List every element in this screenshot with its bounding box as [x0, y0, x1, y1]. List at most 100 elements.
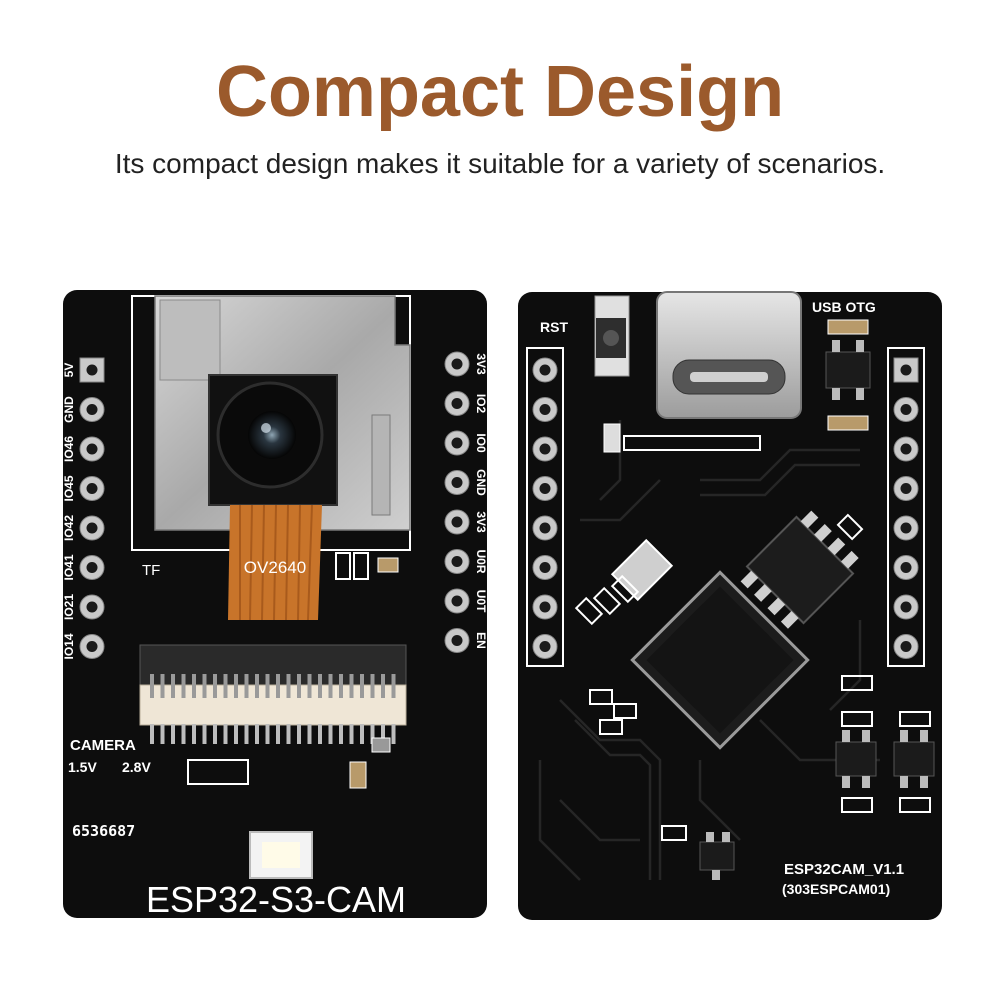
- pin-hole-center: [539, 641, 551, 652]
- camera-label: CAMERA: [70, 737, 136, 754]
- pin-label: 3V3: [474, 511, 488, 533]
- fpc-pin: [171, 674, 175, 698]
- pin-label: GND: [474, 469, 488, 496]
- serial-number: 6536687: [72, 822, 135, 840]
- fpc-pin-lead: [381, 724, 385, 744]
- fpc-pin: [318, 674, 322, 698]
- front-smd-parts: [187, 552, 399, 789]
- usb-c-tongue: [690, 372, 768, 382]
- fpc-pin: [192, 674, 196, 698]
- pin-label: GND: [62, 396, 76, 423]
- pin-hole-center: [86, 641, 98, 652]
- fpc-pin: [297, 674, 301, 698]
- pin-hole-center: [539, 404, 551, 415]
- pin-hole-center: [451, 556, 463, 567]
- fpc-pin-lead: [181, 724, 186, 744]
- fpc-pin: [328, 674, 333, 698]
- transistor-left: [835, 730, 877, 788]
- pin-label: IO41: [62, 554, 76, 580]
- pin-hole-center: [86, 601, 98, 613]
- fpc-pin-lead: [391, 724, 396, 744]
- fpc-pin: [255, 674, 259, 698]
- usb-c-connector: [656, 291, 802, 419]
- fpc-pin: [265, 674, 270, 698]
- fpc-pin-lead: [213, 724, 217, 744]
- pin-hole-center: [451, 477, 463, 488]
- lens-reflection: [261, 423, 271, 433]
- pin-label: EN: [474, 632, 488, 649]
- front-left-pin-holes: [79, 357, 105, 659]
- esp32-s3-chip: [630, 570, 810, 750]
- fpc-pin: [160, 674, 165, 698]
- transistor-right: [893, 730, 935, 788]
- fpc-pin-lead: [150, 724, 154, 744]
- fpc-pin-lead: [318, 724, 322, 744]
- flash-memory-chip: [740, 510, 859, 629]
- fpc-pin: [234, 674, 238, 698]
- crystal-oscillator: [610, 538, 674, 602]
- fpc-pin-lead: [160, 724, 165, 744]
- usb-otg-label: USB OTG: [812, 299, 876, 315]
- pin-label: IO21: [62, 594, 76, 620]
- fpc-pin-lead: [255, 724, 259, 744]
- fpc-pin-lead: [307, 724, 312, 744]
- pin-hole-center: [451, 635, 463, 646]
- tf-label: TF: [142, 562, 160, 579]
- pin-hole-center: [451, 595, 463, 607]
- smd-passives: [574, 513, 931, 841]
- pin-label: 3V3: [474, 353, 488, 375]
- pin-hole-center: [539, 364, 551, 376]
- fpc-pin-lead: [202, 724, 207, 744]
- fpc-pin-lead: [276, 724, 280, 744]
- voltage-2-label: 2.8V: [122, 759, 151, 775]
- fpc-pin: [360, 674, 364, 698]
- pin-hole-center: [539, 483, 551, 494]
- voltage-1-label: 1.5V: [68, 759, 97, 775]
- fpc-pin: [307, 674, 312, 698]
- pin-label: IO14: [62, 633, 76, 659]
- flex-cable-traces: [239, 504, 313, 621]
- fpc-connector-latch: [139, 644, 407, 686]
- pin-hole-center: [900, 601, 912, 613]
- pin-hole-center: [900, 641, 912, 652]
- fpc-pin-lead: [234, 724, 238, 744]
- back-left-pin-holes: [532, 357, 558, 659]
- fpc-pin: [244, 674, 249, 698]
- camera-module-label: OV2640: [244, 558, 306, 577]
- reset-button-cap[interactable]: [603, 330, 619, 346]
- pin-hole-center: [451, 437, 463, 449]
- front-right-pin-holes: [444, 351, 470, 653]
- pin-hole-center: [539, 522, 551, 534]
- smd-resistor-row: [603, 423, 761, 453]
- page-title: Compact Design: [215, 52, 785, 132]
- fpc-pin-lead: [223, 724, 228, 744]
- fpc-pin-lead: [339, 724, 343, 744]
- fpc-pin-lead: [360, 724, 364, 744]
- fpc-pin: [339, 674, 343, 698]
- fpc-pin: [181, 674, 186, 698]
- fpc-pin-lead: [297, 724, 301, 744]
- pin-label: IO2: [474, 394, 488, 414]
- right-header-outline: [887, 347, 925, 667]
- board-version-label: ESP32CAM_V1.1: [784, 861, 904, 878]
- fpc-connector-body: [139, 684, 407, 726]
- tf-slot-latch: [371, 414, 391, 516]
- pin-label: IO0: [474, 433, 488, 453]
- fpc-pin-lead: [370, 724, 375, 744]
- pin-hole: [79, 357, 105, 383]
- pin-hole-center: [900, 364, 912, 376]
- pin-label: 5V: [62, 363, 76, 378]
- camera-lens: [248, 411, 296, 459]
- pcb-traces: [538, 420, 880, 881]
- fpc-pin-lead: [192, 724, 196, 744]
- pin-hole-center: [86, 404, 98, 415]
- fpc-pin-lead: [265, 724, 270, 744]
- pin-hole-center: [451, 516, 463, 528]
- fpc-connector-pins: [150, 674, 396, 744]
- pin-hole-center: [900, 522, 912, 534]
- fpc-pin: [202, 674, 207, 698]
